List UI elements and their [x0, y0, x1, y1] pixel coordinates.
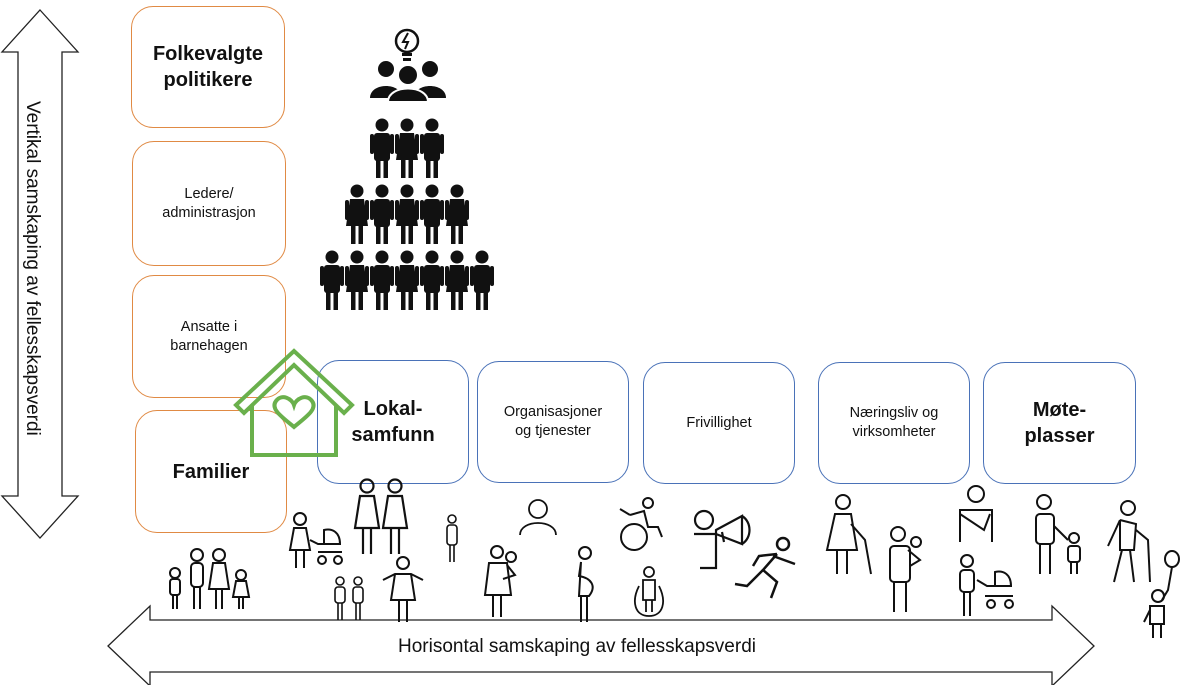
- pyramid-person: [345, 250, 369, 310]
- man-with-arm-sling-icon: [959, 485, 993, 542]
- box-volunteering: Frivillighet: [643, 362, 795, 484]
- team-icon: [370, 61, 446, 103]
- level-families: Familier: [135, 410, 287, 533]
- box-meeting-places: Møte- plasser: [983, 362, 1136, 484]
- person-bust-icon: [519, 499, 557, 536]
- pyramid-person: [420, 118, 444, 178]
- pyramid-person: [445, 184, 469, 244]
- adult-with-child-icon: [1035, 494, 1081, 574]
- small-person-icon: [446, 514, 458, 562]
- pyramid-person: [370, 250, 394, 310]
- elderly-man-with-cane-icon: [1107, 500, 1151, 583]
- pyramid-person: [370, 118, 394, 178]
- pyramid-person: [395, 250, 419, 310]
- pyramid-person: [470, 250, 494, 310]
- family-icon: [169, 548, 251, 609]
- people-pyramid-icon: [320, 118, 494, 310]
- pyramid-person: [320, 250, 344, 310]
- pyramid-person: [420, 250, 444, 310]
- pyramid-person: [445, 250, 469, 310]
- vertical-axis-label: Vertikal samskaping av fellesskapsverdi: [22, 101, 43, 436]
- pregnant-woman-icon: [577, 546, 594, 622]
- pyramid-person: [395, 118, 419, 178]
- box-local-community: Lokal- samfunn: [317, 360, 469, 484]
- pyramid-person: [345, 184, 369, 244]
- child-skipping-rope-icon: [634, 566, 664, 617]
- horizontal-axis-label: Horisontal samskaping av fellesskapsverd…: [398, 636, 756, 657]
- person-with-stroller-icon-2: [959, 554, 1014, 616]
- wheelchair-icon: [619, 497, 663, 551]
- lightbulb-icon: [394, 28, 420, 61]
- running-person-icon: [734, 536, 796, 599]
- pyramid-person: [370, 184, 394, 244]
- woman-with-baby-icon: [483, 545, 517, 617]
- level-employees: Ansatte i barnehagen: [132, 275, 286, 398]
- elderly-woman-icon: [825, 494, 872, 575]
- horizontal-double-arrow: [107, 604, 1095, 685]
- girl-jumping-icon: [382, 556, 424, 622]
- person-holding-child-icon: [889, 526, 922, 612]
- vertical-double-arrow: [0, 9, 80, 539]
- pyramid-person: [420, 184, 444, 244]
- box-business: Næringsliv og virksomheter: [818, 362, 970, 484]
- house-heart-icon: [233, 348, 355, 457]
- pyramid-person: [395, 184, 419, 244]
- person-with-stroller-icon: [288, 512, 343, 568]
- child-with-balloon-icon: [1143, 550, 1180, 638]
- level-politicians: Folkevalgte politikere: [131, 6, 285, 128]
- level-leaders: Ledere/ administrasjon: [132, 141, 286, 266]
- megaphone-icon: [693, 509, 751, 570]
- box-organisations: Organisasjoner og tjenester: [477, 361, 629, 483]
- two-women-icon: [353, 478, 409, 554]
- two-children-icon: [334, 576, 364, 620]
